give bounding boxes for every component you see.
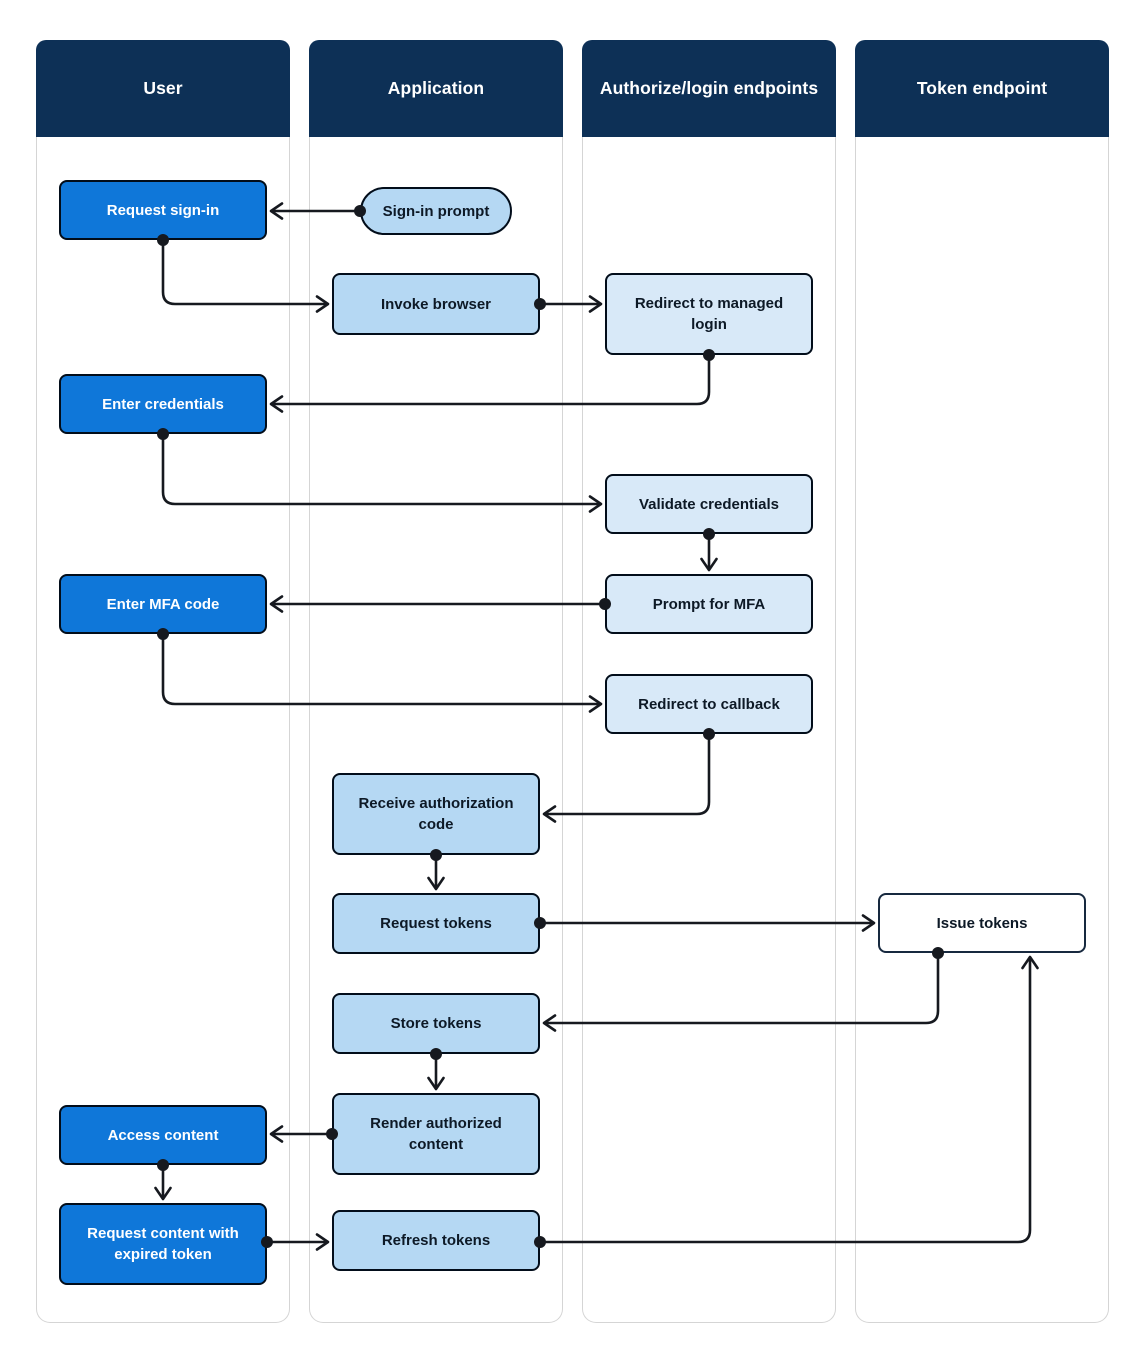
- node-issue-tokens: Issue tokens: [878, 893, 1086, 953]
- node-store-tokens: Store tokens: [332, 993, 540, 1054]
- node-request-tokens: Request tokens: [332, 893, 540, 954]
- lane-header-token: Token endpoint: [855, 40, 1109, 137]
- node-redirect-to-callback: Redirect to callback: [605, 674, 813, 734]
- node-enter-mfa-code: Enter MFA code: [59, 574, 267, 634]
- node-prompt-for-mfa: Prompt for MFA: [605, 574, 813, 634]
- node-refresh-tokens: Refresh tokens: [332, 1210, 540, 1271]
- node-request-content-with-expired-token: Request content with expired token: [59, 1203, 267, 1285]
- node-render-authorized-content: Render authorized content: [332, 1093, 540, 1175]
- node-sign-in-prompt: Sign-in prompt: [360, 187, 512, 235]
- node-invoke-browser: Invoke browser: [332, 273, 540, 335]
- node-receive-authorization-code: Receive authorization code: [332, 773, 540, 855]
- node-enter-credentials: Enter credentials: [59, 374, 267, 434]
- lane-token: Token endpoint: [855, 40, 1109, 1323]
- lane-body-token: [855, 137, 1109, 1323]
- node-request-sign-in: Request sign-in: [59, 180, 267, 240]
- lane-header-application: Application: [309, 40, 563, 137]
- node-redirect-to-managed-login: Redirect to managed login: [605, 273, 813, 355]
- node-validate-credentials: Validate credentials: [605, 474, 813, 534]
- lane-header-authorize: Authorize/login endpoints: [582, 40, 836, 137]
- node-access-content: Access content: [59, 1105, 267, 1165]
- lane-header-user: User: [36, 40, 290, 137]
